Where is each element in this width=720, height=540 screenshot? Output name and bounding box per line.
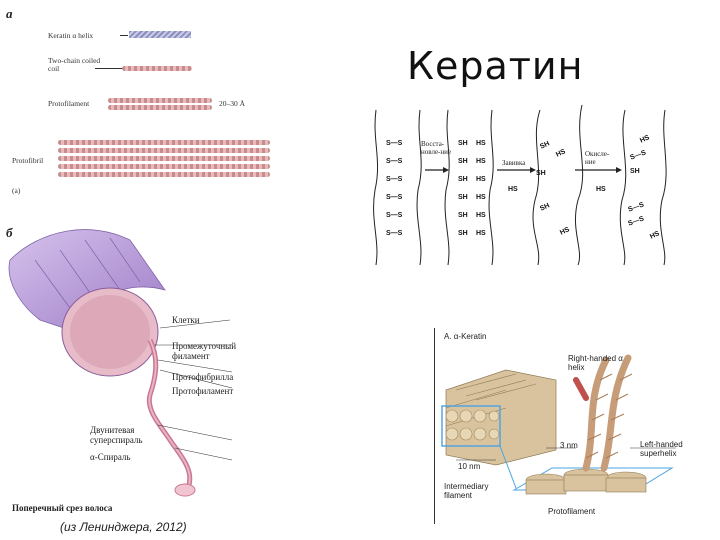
protofibril-rope-1 — [58, 140, 270, 145]
protofibril-label-a: Protofibril — [12, 156, 43, 165]
hs-group-5: HS — [476, 212, 486, 219]
protofilament-rope-2 — [108, 105, 212, 110]
sh-group-2: SH — [458, 158, 468, 165]
sh-group-4: SH — [458, 194, 468, 201]
credit-text: (из Ленинджера, 2012) — [60, 520, 187, 534]
page-title: Кератин — [407, 44, 583, 88]
leader-line — [95, 68, 122, 69]
ss-bond-6: S—S — [386, 230, 402, 237]
hs-group-1: HS — [476, 140, 486, 147]
protofilament-label-c: Protofilament — [548, 507, 595, 516]
protofibril-rope-2 — [58, 148, 270, 153]
sh-group-6: SH — [458, 230, 468, 237]
protofibril-rope-3 — [58, 156, 270, 161]
left-superhelix-label: Left-handed superhelix — [640, 440, 700, 458]
leader-line — [120, 35, 128, 36]
ss-bond-2: S—S — [386, 158, 402, 165]
sh-group-10: SH — [630, 168, 640, 175]
sh-group-3: SH — [458, 176, 468, 183]
hair-illustration — [0, 220, 260, 510]
ss-bond-3: S—S — [386, 176, 402, 183]
ss-bond-1: S—S — [386, 140, 402, 147]
protofibril-rope-4 — [58, 164, 270, 169]
right-helix-label: Right-handed α helix — [568, 354, 628, 372]
hs-group-8: HS — [508, 186, 518, 193]
dim-label-a: 20–30 Å — [219, 99, 245, 108]
sh-group-1: SH — [458, 140, 468, 147]
panel-a-letter: а — [6, 6, 13, 22]
coiled-coil-rope — [122, 66, 192, 71]
protofilament-label-a: Protofilament — [48, 99, 89, 108]
cells-label: Клетки — [172, 315, 200, 325]
intermediate-filament-label: Промежуточный филамент — [172, 341, 262, 361]
intermediary-filament-label: Intermediary filament — [444, 482, 504, 500]
cross-section-caption: Поперечный срез волоса — [12, 503, 112, 513]
dim-10nm-label: 10 nm — [458, 462, 480, 471]
reduction-label: Восста-новле-ние — [421, 140, 453, 156]
hs-group-3: HS — [476, 176, 486, 183]
curling-label: Завивка — [502, 158, 525, 168]
alpha-spiral-label: α-Спираль — [90, 452, 131, 462]
panel-c-border — [434, 328, 435, 524]
protofibril-rope-5 — [58, 172, 270, 177]
hs-group-6: HS — [476, 230, 486, 237]
sh-group-8: SH — [536, 170, 546, 177]
hs-group-11: HS — [596, 186, 606, 193]
protofibril-label-b: Протофибрилла — [172, 372, 233, 382]
supercoil-label: Двунитевая суперспираль — [90, 425, 170, 445]
sh-group-5: SH — [458, 212, 468, 219]
alpha-helix-label: Keratin α helix — [48, 31, 93, 40]
dim-3nm-label: 3 nm — [560, 441, 578, 450]
hs-group-4: HS — [476, 194, 486, 201]
protofilament-rope-1 — [108, 98, 212, 103]
ss-bond-4: S—S — [386, 194, 402, 201]
hs-group-2: HS — [476, 158, 486, 165]
ss-bond-5: S—S — [386, 212, 402, 219]
protofilament-label-b: Протофиламент — [172, 386, 233, 396]
alpha-helix-bar — [129, 31, 191, 38]
coiled-coil-label: Two-chain coiled coil — [48, 57, 108, 73]
panel-a-sub-label: (a) — [12, 186, 20, 195]
oxidation-label: Окисле-ние — [585, 150, 615, 166]
disulfide-scheme — [370, 100, 680, 270]
